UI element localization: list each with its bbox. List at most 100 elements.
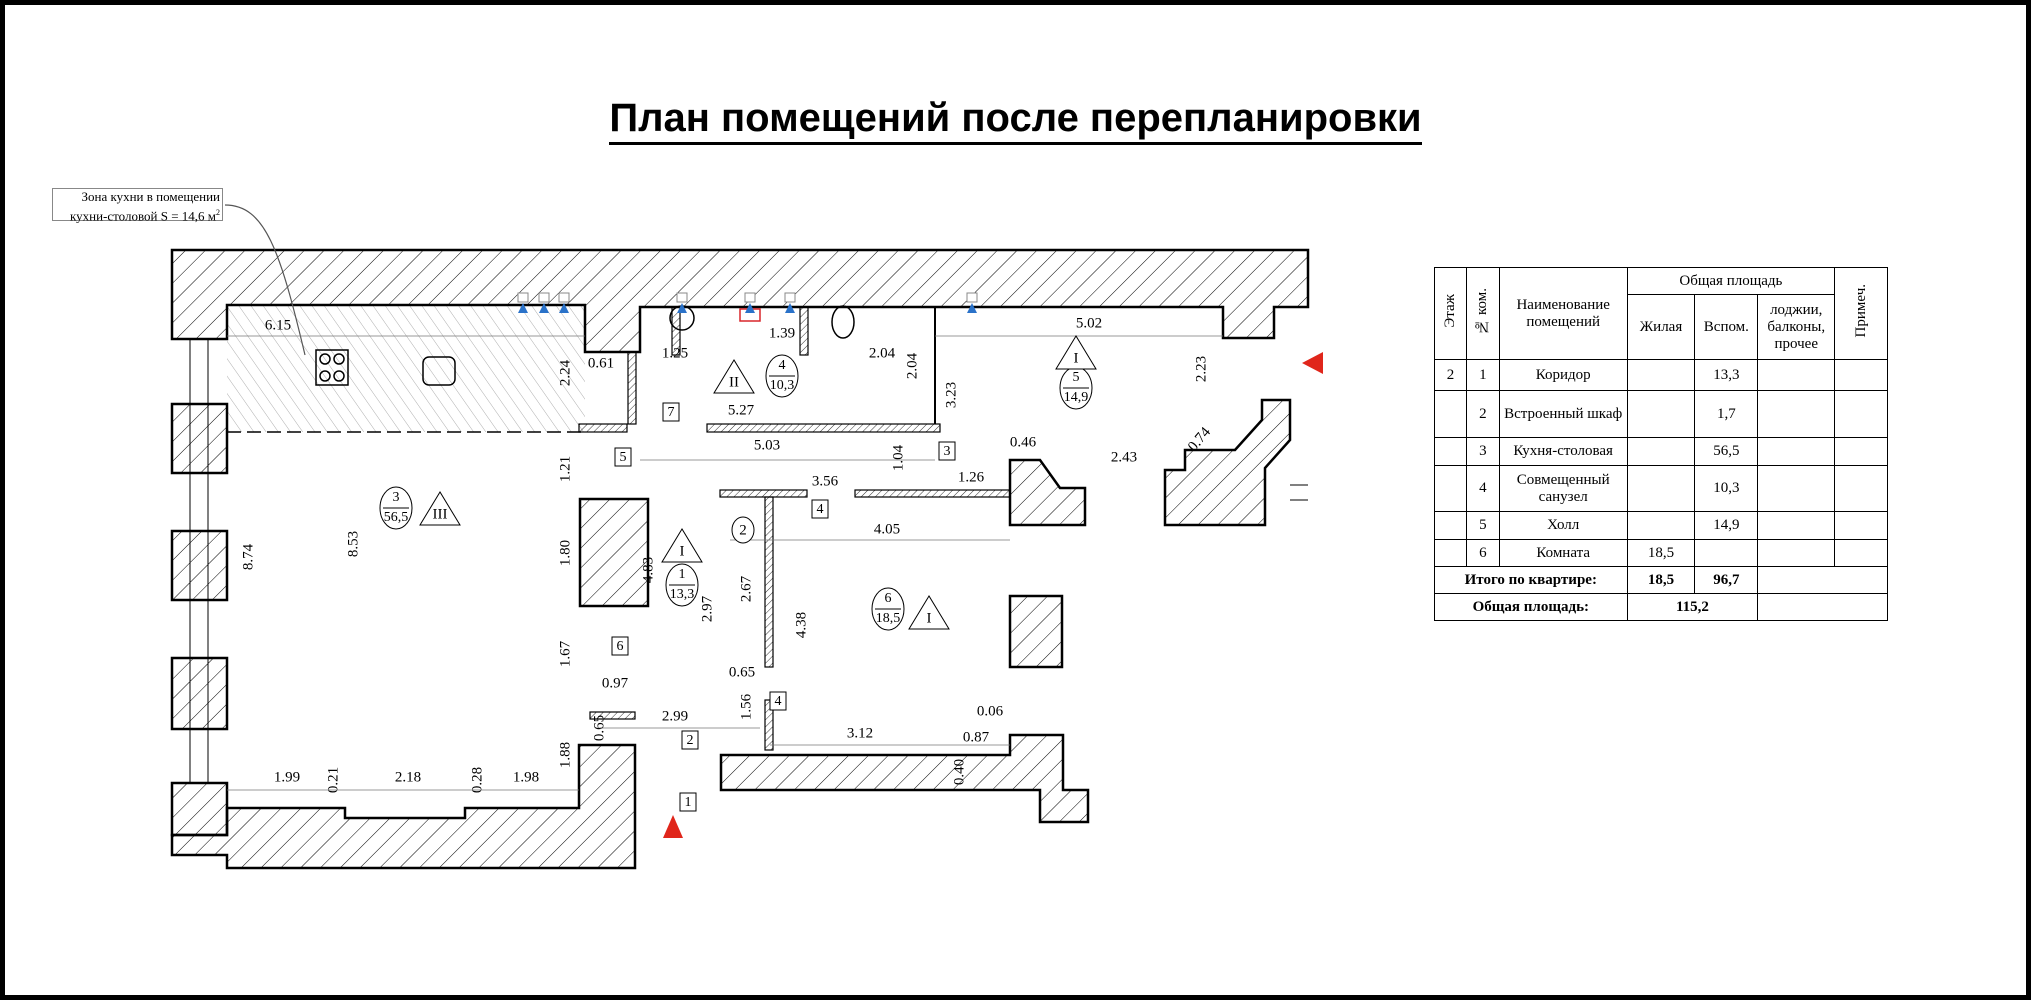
dimension-label: 3.12 <box>847 725 873 741</box>
walls <box>170 248 1310 870</box>
header-aux: Вспом. <box>1694 294 1759 360</box>
cell-living <box>1626 437 1696 466</box>
dimension-label: 0.46 <box>1010 434 1037 450</box>
total-aux: 96,7 <box>1694 566 1759 594</box>
room-class-triangle <box>661 528 703 563</box>
dimension-label: 0.28 <box>469 767 485 793</box>
callout-line-1: Зона кухни в помещении <box>81 189 220 204</box>
dimension-label: 1.04 <box>890 444 906 471</box>
cell-no: 6 <box>1465 539 1500 567</box>
dimension-label: 1.99 <box>274 769 300 785</box>
dimension-label: 3.56 <box>812 473 839 489</box>
room-class: I <box>680 543 685 559</box>
cell-name: Комната <box>1498 539 1628 567</box>
cell-name: Встроенный шкаф <box>1498 390 1628 438</box>
header-total-area: Общая площадь <box>1626 267 1836 295</box>
riser-arrow-icon <box>677 303 687 313</box>
cell-no: 1 <box>1465 359 1500 391</box>
cell-aux: 1,7 <box>1694 390 1759 438</box>
opening-tag <box>811 499 829 519</box>
cell-name: Холл <box>1498 511 1628 540</box>
room-area: 13,3 <box>670 587 695 602</box>
room-class-triangle <box>908 595 950 630</box>
room-area: 10,3 <box>770 378 795 393</box>
header-other: лоджии, балконы, прочее <box>1757 294 1836 360</box>
cell-floor: 2 <box>1434 359 1467 391</box>
opening-number: 3 <box>944 444 951 459</box>
bottom-wall <box>170 743 637 870</box>
empty-cell <box>1834 465 1888 512</box>
callout-line-2: кухни-столовой S = 14,6 м2 <box>53 205 220 224</box>
cell-living <box>1626 511 1696 540</box>
top-wall <box>170 248 1310 354</box>
angled-wall <box>1163 398 1292 527</box>
opening-tag <box>611 636 629 656</box>
opening-number: 4 <box>775 694 782 709</box>
room-number-circle <box>731 516 755 544</box>
cell-aux: 13,3 <box>1694 359 1759 391</box>
dimension-label: 2.67 <box>738 575 754 602</box>
cell-aux: 14,9 <box>1694 511 1759 540</box>
riser-arrow-icon <box>539 303 549 313</box>
cell-aux: 10,3 <box>1694 465 1759 512</box>
left-pier <box>170 402 229 475</box>
opening-tag <box>769 691 787 711</box>
riser-markers <box>517 292 978 313</box>
room-number: 5 <box>1073 370 1080 385</box>
page-title: План помещений после перепланировки <box>0 96 2031 145</box>
opening-number: 2 <box>687 733 694 748</box>
entry-marker-icon <box>1302 352 1323 374</box>
opening-number: 6 <box>617 639 624 654</box>
column <box>1008 458 1087 527</box>
dimension-label: 0.61 <box>588 355 614 371</box>
dimension-label: 2.04 <box>904 352 920 379</box>
riser-arrow-icon <box>785 303 795 313</box>
dimension-label: 1.25 <box>662 345 688 361</box>
dimension-label: 1.80 <box>557 540 573 566</box>
kitchen-sink-icon <box>422 356 456 386</box>
dimension-label: 4.83 <box>640 557 656 583</box>
room-number: 6 <box>885 591 892 606</box>
empty-cell <box>1834 359 1888 391</box>
dimension-label: 1.21 <box>557 456 573 482</box>
dimension-label: 2.23 <box>1193 356 1209 382</box>
dimension-label: 8.74 <box>240 543 256 570</box>
dimension-label: 0.40 <box>951 759 967 785</box>
room-number: 1 <box>679 567 686 582</box>
dimension-label: 1.67 <box>557 640 573 667</box>
cell-aux: 56,5 <box>1694 437 1759 466</box>
room-number: 4 <box>779 358 786 373</box>
dimension-label: 2.18 <box>395 769 421 785</box>
empty-cell <box>1757 359 1836 391</box>
header-floor: Этаж <box>1441 294 1458 328</box>
cell-name: Совмещенный санузел <box>1498 465 1628 512</box>
cell-floor <box>1434 539 1467 567</box>
empty-cell <box>1757 539 1836 567</box>
dimension-label: 0.87 <box>963 729 990 745</box>
riser-arrow-icon <box>967 303 977 313</box>
toilet-icon <box>831 305 855 339</box>
room-number: 3 <box>393 490 400 505</box>
grand-total-value: 115,2 <box>1626 593 1759 621</box>
room-class-triangle <box>1055 335 1097 370</box>
opening-number: 1 <box>685 795 692 810</box>
cell-living <box>1626 359 1696 391</box>
empty-cell <box>1757 511 1836 540</box>
grand-total-label: Общая площадь: <box>1434 593 1628 621</box>
opening-tag <box>614 447 632 467</box>
dimension-label: 0.21 <box>325 767 341 793</box>
room-area: 56,5 <box>384 510 409 525</box>
dimension-label: 2.99 <box>662 708 688 724</box>
cell-no: 2 <box>1465 390 1500 438</box>
opening-number: 5 <box>620 450 627 465</box>
kitchen-zone-area <box>227 305 585 432</box>
empty-cell <box>1834 437 1888 466</box>
cell-aux <box>1694 539 1759 567</box>
